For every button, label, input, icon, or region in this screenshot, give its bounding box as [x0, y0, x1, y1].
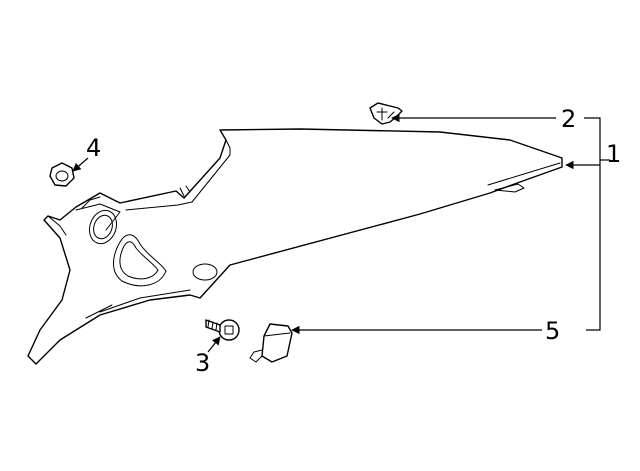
callout-5: 5: [545, 317, 560, 345]
callout-4: 4: [86, 134, 101, 162]
callout-3: 3: [195, 349, 210, 377]
quarter-trim-panel: [27, 128, 563, 365]
retainer: [249, 323, 293, 363]
clip: [369, 102, 403, 125]
screw: [205, 319, 240, 341]
callout-1: 1: [606, 140, 621, 168]
callout-2: 2: [561, 105, 576, 133]
nut: [49, 162, 75, 187]
leader-lines: [72, 113, 610, 353]
